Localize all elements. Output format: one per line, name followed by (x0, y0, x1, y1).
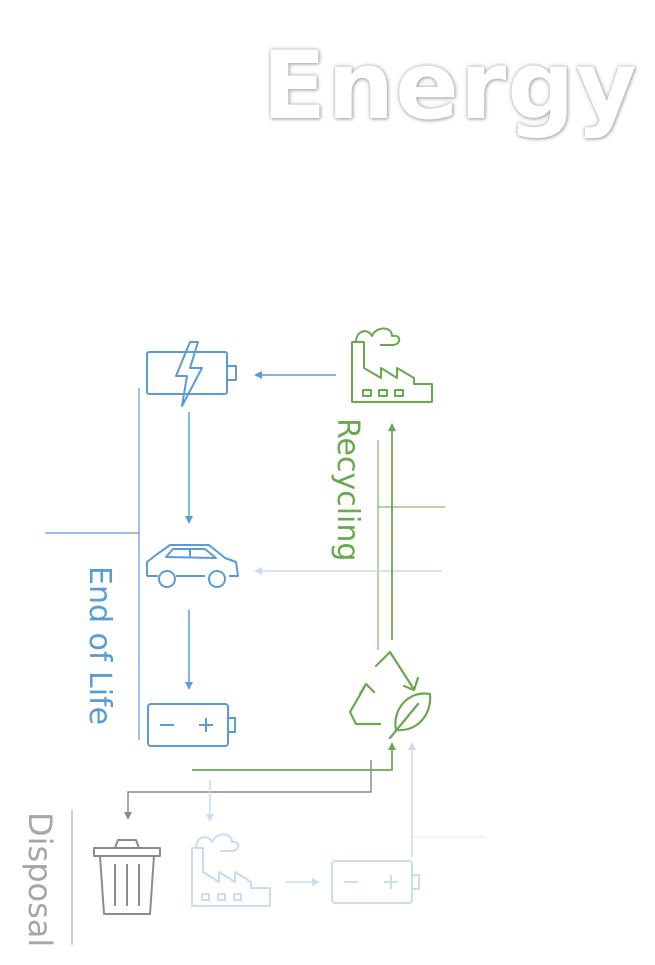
recycling-label: Recycling (330, 418, 365, 562)
arrow-to-disposal (124, 760, 372, 820)
car-icon (146, 544, 239, 588)
battery-charging-icon (146, 341, 237, 407)
trash-can-icon (93, 839, 161, 915)
factory-faded-icon (191, 833, 271, 907)
battery-faded-icon (331, 860, 420, 904)
factory-icon (351, 327, 433, 403)
page-title: Energy (262, 32, 638, 141)
end-of-life-bracket (45, 388, 140, 740)
battery-icon (147, 703, 236, 747)
end-of-life-label: End of Life (82, 566, 117, 726)
recycle-leaf-icon (348, 650, 432, 740)
arrow-battery-to-recycle (192, 742, 396, 771)
disposal-label: Disposal (21, 812, 59, 948)
recycling-bracket (377, 440, 445, 650)
